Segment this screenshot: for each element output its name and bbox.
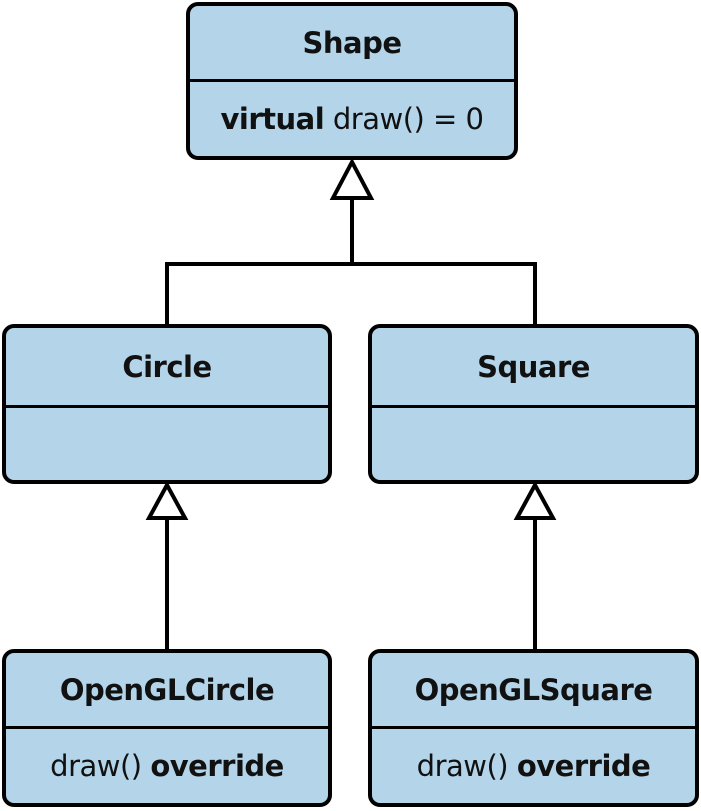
class-box-square: Square — [368, 324, 699, 484]
generalization-line-branches — [165, 262, 537, 324]
class-name-opengl-square: OpenGLSquare — [372, 653, 695, 729]
class-box-circle: Circle — [2, 324, 332, 484]
class-name-opengl-circle: OpenGLCircle — [6, 653, 328, 729]
class-operations-square — [372, 408, 695, 480]
operation-signature-draw: draw() — [416, 749, 517, 783]
inheritance-arrowhead-circle — [145, 480, 189, 520]
class-box-shape: Shape virtual draw() = 0 — [186, 2, 518, 160]
class-name-shape: Shape — [190, 6, 514, 82]
class-box-opengl-square: OpenGLSquare draw() override — [368, 649, 699, 807]
class-name-square: Square — [372, 328, 695, 408]
operation-keyword-virtual: virtual — [220, 102, 325, 136]
operation-keyword-override: override — [150, 749, 284, 783]
class-name-circle: Circle — [6, 328, 328, 408]
class-operations-opengl-square: draw() override — [372, 729, 695, 803]
class-operations-circle — [6, 408, 328, 480]
operation-keyword-override: override — [516, 749, 651, 783]
class-box-opengl-circle: OpenGLCircle draw() override — [2, 649, 332, 807]
operation-signature-draw: draw() — [50, 749, 151, 783]
inheritance-arrowhead-shape — [329, 157, 375, 200]
class-operations-shape: virtual draw() = 0 — [190, 82, 514, 156]
operation-signature-draw: draw() = 0 — [324, 102, 484, 136]
inheritance-arrowhead-square — [513, 480, 557, 520]
class-operations-opengl-circle: draw() override — [6, 729, 328, 803]
